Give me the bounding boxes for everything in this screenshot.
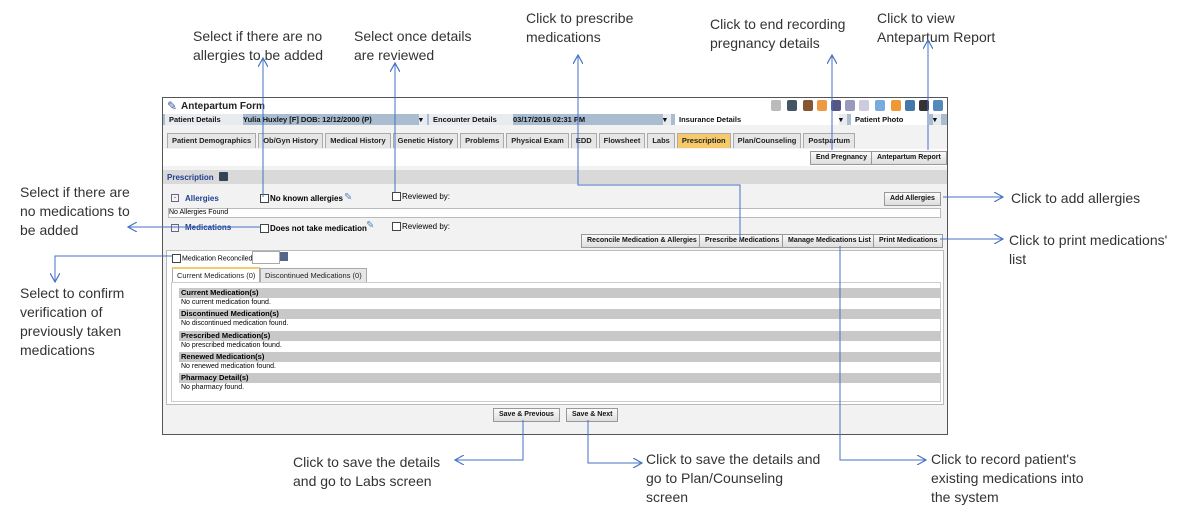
collapse-allergies-icon[interactable]: -	[171, 194, 179, 202]
edit-icon[interactable]: ✎	[366, 220, 375, 231]
save-previous-button[interactable]: Save & Previous	[493, 408, 560, 422]
tab-obgyn-history[interactable]: Ob/Gyn History	[258, 133, 324, 148]
encounter-dropdown[interactable]: ▾	[663, 114, 671, 125]
collapse-medications-icon[interactable]: -	[171, 224, 179, 232]
annotation-save-previous: Click to save the details and go to Labs…	[293, 454, 441, 489]
tab-postpartum[interactable]: Postpartum	[803, 133, 856, 148]
tab-labs[interactable]: Labs	[647, 133, 675, 148]
pharmacy-detail-header: Pharmacy Detail(s)	[179, 373, 941, 383]
prescription-header: Prescription	[163, 170, 947, 184]
toolbar-icon-7[interactable]	[859, 100, 869, 111]
annotation-print: Click to print medications' list	[1009, 232, 1168, 267]
tab-problems[interactable]: Problems	[460, 133, 505, 148]
allergies-reviewed-label: Reviewed by:	[402, 192, 451, 201]
toolbar-icon-8[interactable]	[875, 100, 885, 111]
info-bar: Patient Details Yulia Huxley [F] DOB: 12…	[163, 114, 947, 125]
allergies-title: Allergies	[185, 194, 219, 203]
pen-icon[interactable]	[831, 100, 841, 111]
patient-photo-label: Patient Photo	[851, 114, 929, 125]
prescribed-medications-header: Prescribed Medication(s)	[179, 331, 941, 341]
edit-icon[interactable]: ✎	[344, 192, 353, 203]
photo-dropdown[interactable]: ▾	[933, 114, 941, 125]
calendar-icon[interactable]	[280, 252, 288, 261]
allergies-list: No Allergies Found	[168, 208, 941, 218]
add-allergies-button[interactable]: Add Allergies	[884, 192, 941, 206]
annotation-end-pregnancy: Click to end recording pregnancy details	[710, 16, 846, 51]
annotation-reconciled: Select to confirm verification of previo…	[20, 285, 125, 358]
reconciled-date-input[interactable]	[252, 251, 280, 264]
does-not-take-medication-label: Does not take medication	[270, 224, 367, 233]
no-known-allergies-label: No known allergies	[270, 194, 343, 203]
window-title: Antepartum Form	[181, 101, 265, 112]
tab-flowsheet[interactable]: Flowsheet	[598, 133, 646, 148]
tab-genetic-history[interactable]: Genetic History	[392, 133, 459, 148]
manage-medications-button[interactable]: Manage Medications List	[782, 234, 877, 248]
renewed-medications-header: Renewed Medication(s)	[179, 352, 941, 362]
medications-title: Medications	[185, 223, 232, 232]
toolbar-icon-12[interactable]	[933, 100, 943, 111]
tab-discontinued-medications[interactable]: Discontinued Medications (0)	[260, 268, 367, 283]
annotation-prescribe: Click to prescribe medications	[526, 10, 634, 45]
annotation-no-allergies: Select if there are no allergies to be a…	[193, 28, 323, 63]
save-next-button[interactable]: Save & Next	[566, 408, 619, 422]
print-medications-button[interactable]: Print Medications	[873, 234, 944, 248]
current-medications-message: No current medication found.	[181, 299, 271, 306]
action-row: End Pregnancy Antepartum Report	[163, 149, 947, 166]
annotation-manage: Click to record patient's existing medic…	[931, 451, 1084, 505]
tab-plan-counseling[interactable]: Plan/Counseling	[732, 133, 802, 148]
encounter-details-value: 03/17/2016 02:31 PM	[513, 115, 586, 124]
current-medications-header: Current Medication(s)	[179, 288, 941, 298]
arrow-reconciled	[55, 255, 172, 282]
insurance-details-label: Insurance Details	[675, 114, 843, 125]
medications-reviewed-label: Reviewed by:	[402, 222, 451, 231]
calendar-icon[interactable]	[891, 100, 901, 111]
annotation-no-meds: Select if there are no medications to be…	[20, 184, 130, 238]
renewed-medications-message: No renewed medication found.	[181, 363, 276, 370]
tab-edd[interactable]: EDD	[570, 133, 597, 148]
toolbar-icon-4[interactable]	[817, 100, 827, 111]
pharmacy-detail-message: No pharmacy found.	[181, 384, 245, 391]
tab-patient-demographics[interactable]: Patient Demographics	[167, 133, 257, 148]
medications-reviewed-checkbox[interactable]: Reviewed by:	[392, 222, 451, 232]
no-known-allergies-checkbox[interactable]: No known allergies	[260, 194, 343, 204]
form-icon: ✎	[167, 99, 178, 113]
insurance-dropdown[interactable]: ▾	[839, 114, 847, 125]
tab-prescription[interactable]: Prescription	[676, 133, 731, 148]
print-icon[interactable]	[219, 172, 228, 181]
discontinued-medications-header: Discontinued Medication(s)	[179, 309, 941, 319]
patient-details-label: Patient Details	[165, 114, 243, 125]
does-not-take-medication-checkbox[interactable]: Does not take medication	[260, 224, 367, 234]
annotation-save-next: Click to save the details and go to Plan…	[646, 451, 821, 505]
user-icon[interactable]	[905, 100, 915, 111]
antepartum-report-button[interactable]: Antepartum Report	[871, 151, 947, 165]
prescribe-medications-button[interactable]: Prescribe Medications	[699, 234, 786, 248]
calculator-icon[interactable]	[919, 100, 929, 111]
annotation-report: Click to view Antepartum Report	[877, 10, 996, 45]
tab-physical-exam[interactable]: Physical Exam	[506, 133, 569, 148]
patient-details-value: Yulia Huxley [F] DOB: 12/12/2000 (P)	[243, 115, 372, 124]
encounter-details-label: Encounter Details	[429, 114, 513, 125]
annotation-reviewed: Select once details are reviewed	[354, 28, 472, 63]
title-bar: ✎ Antepartum Form	[163, 98, 947, 114]
prescribed-medications-message: No prescribed medication found.	[181, 342, 282, 349]
medications-content	[171, 282, 941, 402]
medication-reconciled-label: Medication Reconciled	[182, 255, 253, 263]
section-title: Prescription	[167, 173, 214, 182]
toolbar-icon-1[interactable]	[771, 100, 781, 111]
antepartum-form-window: ✎ Antepartum Form Patient Details Yulia …	[162, 97, 948, 435]
reconcile-button[interactable]: Reconcile Medication & Allergies	[581, 234, 703, 248]
medication-reconciled-checkbox[interactable]: Medication Reconciled	[172, 254, 252, 263]
tab-medical-history[interactable]: Medical History	[325, 133, 391, 148]
mu-icon[interactable]	[787, 100, 797, 111]
medications-panel: Medication Reconciled Current Medication…	[166, 250, 944, 405]
toolbar-icon-3[interactable]	[803, 100, 813, 111]
annotation-add-allergies: Click to add allergies	[1011, 190, 1141, 206]
discontinued-medications-message: No discontinued medication found.	[181, 320, 289, 327]
patient-dropdown[interactable]: ▾	[419, 114, 427, 125]
allergies-reviewed-checkbox[interactable]: Reviewed by:	[392, 192, 451, 202]
toolbar-icon-6[interactable]	[845, 100, 855, 111]
end-pregnancy-button[interactable]: End Pregnancy	[810, 151, 873, 165]
tab-current-medications[interactable]: Current Medications (0)	[172, 267, 261, 283]
